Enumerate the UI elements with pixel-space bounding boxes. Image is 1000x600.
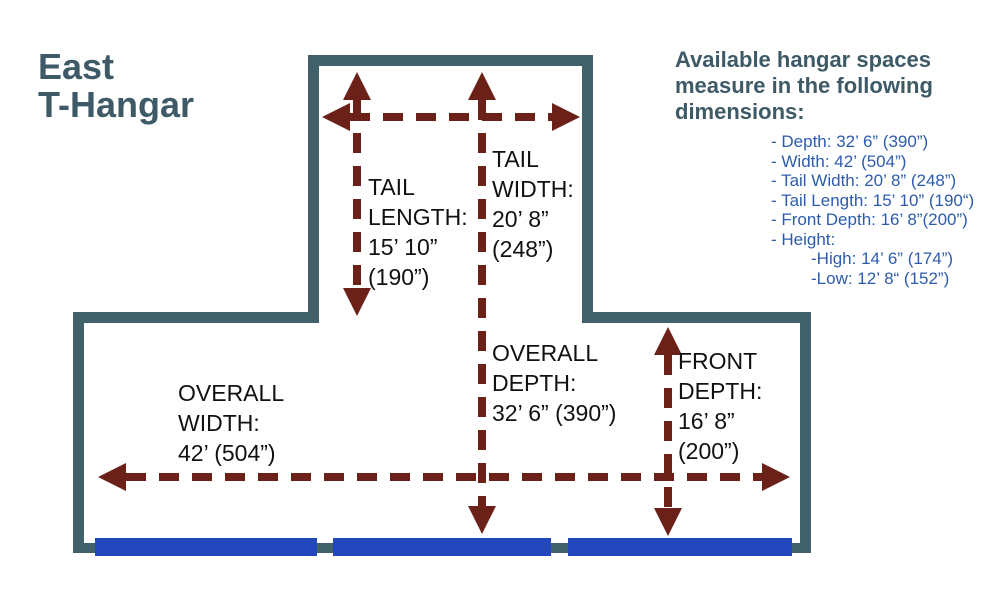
list-subitem-height-high: -High: 14’ 6” (174”)	[811, 249, 954, 268]
wall-left-wing-top	[73, 312, 319, 323]
wall-tail-right	[582, 55, 593, 323]
overall-width-arrowhead-left-icon	[98, 463, 126, 491]
wall-right-wing-top	[582, 312, 811, 323]
tail-length-arrowhead-down-icon	[343, 288, 371, 316]
overall-depth-arrowhead-down-icon	[468, 506, 496, 534]
list-item-tail-width: - Tail Width: 20’ 8” (248”)	[771, 171, 957, 190]
overall-depth-label: OVERALL DEPTH: 32’ 6” (390”)	[492, 340, 617, 426]
dimensions-panel-heading: Available hangar spaces measure in the f…	[675, 47, 933, 124]
front-depth-arrowhead-down-icon	[654, 508, 682, 536]
wall-left	[73, 312, 84, 553]
dimensions-panel: Available hangar spaces measure in the f…	[675, 47, 990, 288]
front-depth-arrowhead-up-icon	[654, 327, 682, 355]
hangar-door-right	[568, 538, 792, 556]
front-depth-label: FRONT DEPTH: 16’ 8” (200”)	[678, 348, 763, 464]
front-depth-dimension-line	[664, 355, 672, 508]
tail-width-arrowhead-left-icon	[322, 103, 350, 131]
list-item-front-depth: - Front Depth: 16’ 8”(200”)	[771, 210, 968, 229]
list-subitem-height-low: -Low: 12’ 8“ (152”)	[811, 268, 950, 288]
list-item-height: - Height:	[771, 229, 836, 249]
overall-width-label: OVERALL WIDTH: 42’ (504”)	[178, 380, 285, 466]
overall-width-dimension-line	[126, 473, 762, 481]
page-title: East T-Hangar	[38, 46, 195, 125]
tail-width-arrowhead-right-icon	[552, 103, 580, 131]
tail-length-label: TAIL LENGTH: 15’ 10” (190”)	[368, 174, 468, 290]
list-item-tail-length: - Tail Length: 15’ 10” (190“)	[771, 190, 975, 210]
wall-tail-top	[308, 55, 593, 66]
overall-depth-dimension-line	[478, 100, 486, 506]
overall-width-arrowhead-right-icon	[762, 463, 790, 491]
list-item-width: - Width: 42’ (504”)	[771, 151, 907, 171]
hangar-door-middle	[333, 538, 551, 556]
dimensions-list: - Depth: 32’ 6” (390”) - Width: 42’ (504…	[675, 132, 990, 288]
tail-length-dimension-line	[353, 100, 361, 288]
tail-width-dimension-line	[350, 113, 552, 121]
wall-right	[800, 312, 811, 553]
hangar-door-left	[95, 538, 317, 556]
tail-width-label: TAIL WIDTH: 20’ 8” (248”)	[492, 146, 574, 262]
overall-depth-arrowhead-up-icon	[468, 72, 496, 100]
tail-length-arrowhead-up-icon	[343, 72, 371, 100]
list-item-depth: - Depth: 32’ 6” (390”)	[771, 132, 929, 151]
wall-tail-left	[308, 55, 319, 323]
